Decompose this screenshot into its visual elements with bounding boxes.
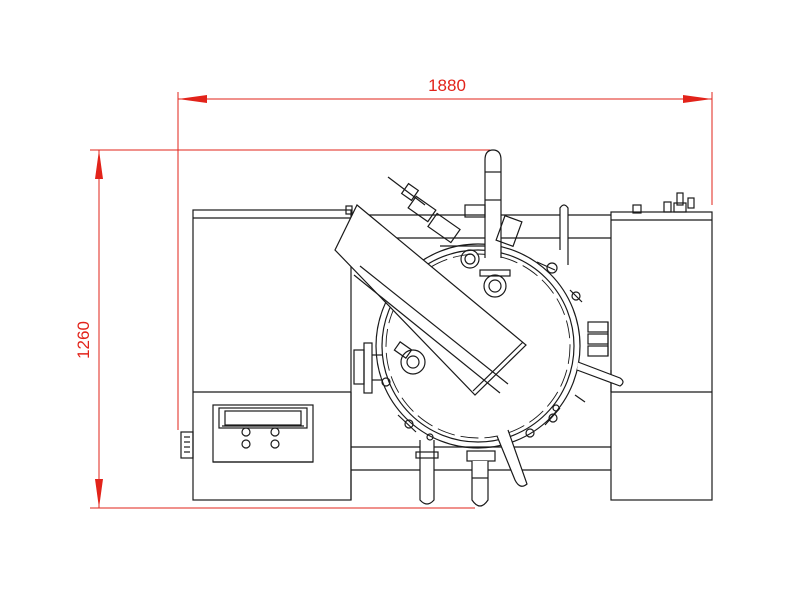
height-label: 1260: [74, 321, 93, 359]
bolt-markers: [426, 404, 560, 441]
valve-icon: [460, 249, 480, 269]
clamp-icon: [536, 261, 558, 274]
height-arrow-top: [95, 150, 103, 179]
height-dimension: 1260: [74, 149, 490, 509]
knob-icon: [241, 427, 251, 437]
machine-outline: [180, 149, 713, 507]
valve-assembly: [387, 176, 523, 298]
height-arrow-bottom: [95, 479, 103, 508]
knob-icon: [270, 427, 280, 437]
control-panel: [212, 404, 314, 463]
vessel-flange-left: [353, 342, 382, 394]
side-connector-left: [180, 431, 194, 459]
sight-port: [393, 341, 426, 375]
handle-right: [576, 361, 624, 387]
bottom-pipe-left: [415, 440, 439, 505]
width-arrow-left: [178, 95, 207, 103]
right-fittings: [587, 321, 609, 357]
clamp-icon: [574, 394, 586, 403]
side-pipe-right: [559, 204, 569, 265]
left-cabinet: [192, 205, 353, 501]
knob-icon: [241, 439, 251, 449]
width-dimension: 1880: [177, 76, 713, 430]
tilted-lid: [334, 204, 527, 396]
clamp-icon: [397, 414, 417, 433]
bottom-drain: [466, 450, 496, 507]
valve-icon: [483, 274, 507, 298]
knob-icon: [270, 439, 280, 449]
width-label: 1880: [428, 76, 466, 95]
clamp-icon: [569, 289, 583, 303]
width-arrow-right: [683, 95, 712, 103]
vessel: [375, 243, 586, 449]
handle-bottom: [496, 429, 528, 487]
vertical-pipe: [484, 149, 502, 258]
right-cabinet: [610, 192, 713, 501]
